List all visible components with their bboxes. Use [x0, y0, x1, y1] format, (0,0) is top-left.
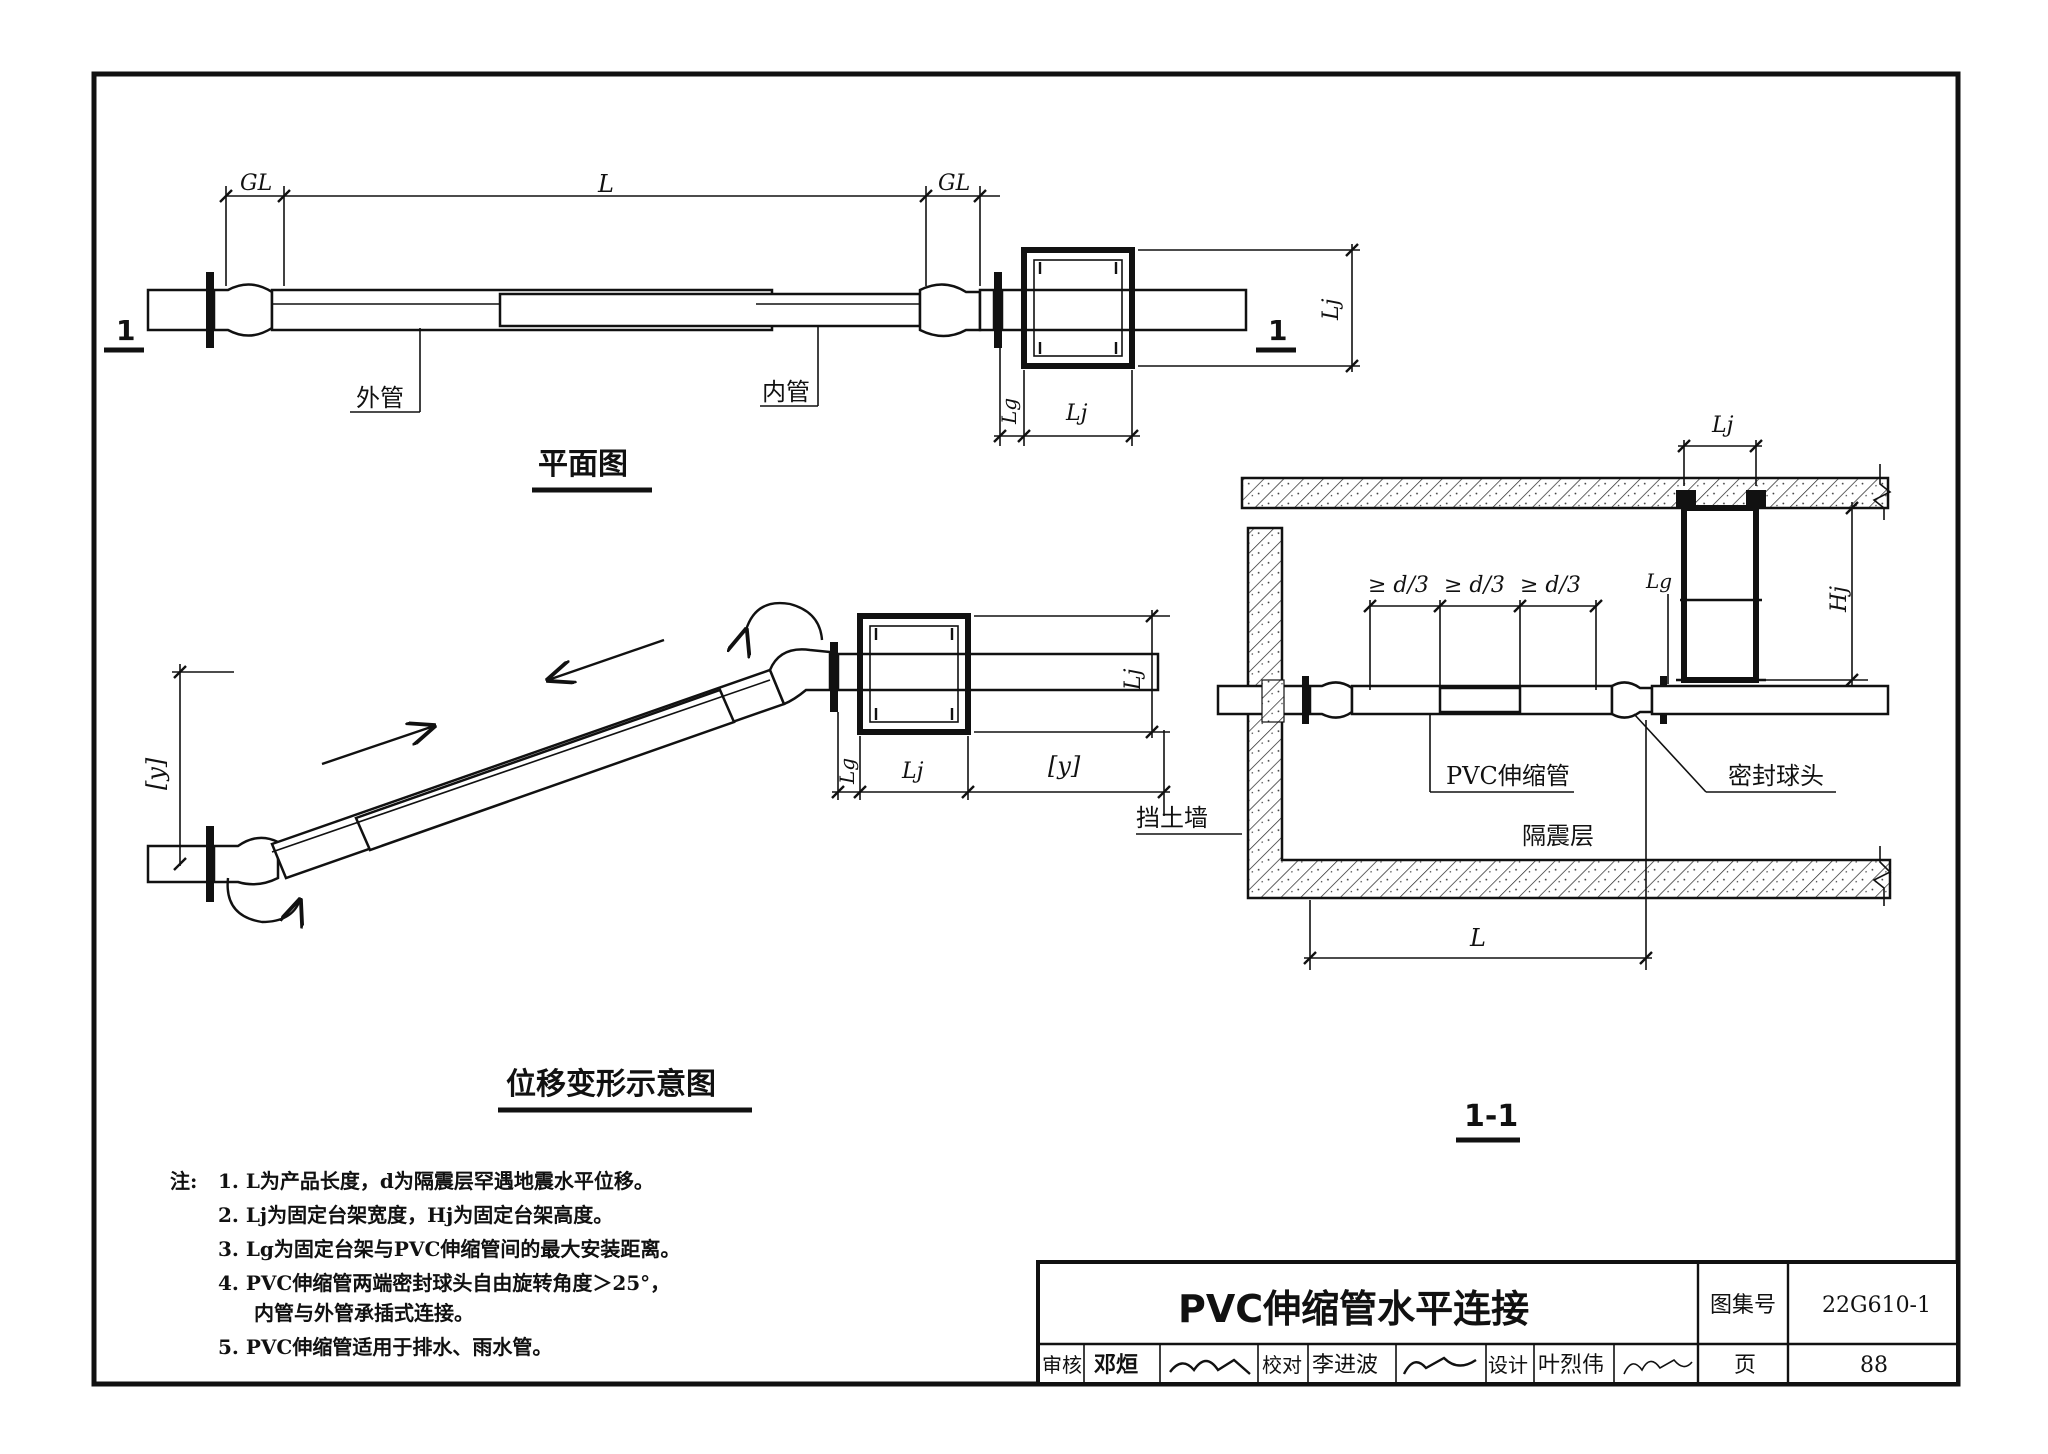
dim-d3-1: ≥ d/3: [1368, 573, 1429, 598]
fixed-stand-plan: [1021, 247, 1135, 369]
dim-gl-left: GL: [240, 171, 272, 196]
drawing-frame: [91, 71, 1961, 1387]
checker-signature: [1402, 1356, 1477, 1375]
designer-name: 叶烈伟: [1538, 1353, 1604, 1378]
dim-lg-section: Lg: [1645, 569, 1672, 593]
label-isolation-layer: 隔震层: [1522, 822, 1594, 850]
left-ball-joint: [212, 283, 274, 337]
note-item: 3. Lg为固定台架与PVC伸缩管间的最大安装距离。: [218, 1237, 680, 1261]
inner-pipe: [498, 292, 922, 328]
check-label: 校对: [1262, 1353, 1302, 1377]
dim-y-left: [y]: [142, 757, 170, 790]
dim-y-bottom: [y]: [1048, 752, 1081, 780]
deform-title: 位移变形示意图: [506, 1067, 716, 1102]
inclined-inner-pipe: [354, 688, 736, 852]
dim-d3-3: ≥ d/3: [1520, 573, 1581, 598]
checker-name: 李进波: [1312, 1353, 1378, 1378]
atlas-number: 22G610-1: [1822, 1293, 1931, 1318]
dim-lg-deform: Lg: [835, 758, 859, 785]
dim-lg-plan: Lg: [997, 398, 1021, 425]
fixed-stand-deform: [857, 613, 971, 735]
atlas-label: 图集号: [1710, 1293, 1776, 1318]
section-mark-left: 1: [116, 314, 135, 347]
designer-signature: [1623, 1358, 1693, 1375]
label-retaining-wall: 挡土墙: [1136, 804, 1208, 832]
label-inner-pipe: 内管: [762, 378, 810, 406]
page-number: 88: [1860, 1353, 1888, 1378]
dim-hj: Hj: [1827, 586, 1852, 613]
plan-view: GL L GL Lj Lg Lj 1 1 外管 内管 平面图: [104, 170, 1360, 493]
label-ball-head: 密封球头: [1728, 762, 1824, 790]
review-label: 审核: [1042, 1353, 1082, 1377]
drawing-title: PVC伸缩管水平连接: [1178, 1287, 1529, 1331]
label-outer-pipe: 外管: [356, 384, 404, 412]
right-ball-joint: [918, 283, 982, 338]
dim-lj-bottom-plan: Lj: [1065, 401, 1088, 426]
dim-gl-right: GL: [938, 171, 970, 196]
note-item: 1. L为产品长度，d为隔震层罕遇地震水平位移。: [218, 1169, 654, 1193]
reviewer-name: 邓烜: [1094, 1352, 1138, 1378]
design-label: 设计: [1488, 1353, 1528, 1377]
dim-l-section: L: [1469, 924, 1486, 952]
fixed-stand-section: [1681, 505, 1759, 683]
dim-lj-side-plan: Lj: [1319, 298, 1344, 321]
notes: 注: 1. L为产品长度，d为隔震层罕遇地震水平位移。 2. Lj为固定台架宽度…: [170, 1169, 680, 1359]
label-pvc-pipe: PVC伸缩管: [1446, 762, 1570, 790]
left-flange: [206, 272, 214, 348]
section-title: 1-1: [1464, 1099, 1518, 1134]
page-label: 页: [1734, 1353, 1756, 1378]
section-mark-right: 1: [1268, 314, 1287, 347]
title-block: PVC伸缩管水平连接 图集号 22G610-1 审核 邓烜 校对 李进波 设计 …: [1036, 1260, 1960, 1386]
note-item: 4. PVC伸缩管两端密封球头自由旋转角度＞25°，: [218, 1271, 670, 1295]
deformation-view: [y] Lj Lg Lj [y] 挡土墙 位移变形示意图: [142, 601, 1242, 1113]
dim-lj-top-section: Lj: [1711, 413, 1734, 438]
reviewer-signature: [1169, 1358, 1251, 1375]
dim-d3-2: ≥ d/3: [1444, 573, 1505, 598]
note-item: 2. Lj为固定台架宽度，Hj为固定台架高度。: [218, 1203, 613, 1227]
right-flange: [994, 272, 1002, 348]
dim-l-plan: L: [597, 170, 614, 198]
note-item: 5. PVC伸缩管适用于排水、雨水管。: [218, 1335, 552, 1359]
dim-lj-bottom-deform: Lj: [901, 759, 924, 784]
section-view: Lj Hj Lg ≥ d/3 ≥ d/3 ≥ d/3 PVC伸缩管 密封球头 隔…: [1216, 413, 1892, 1143]
top-slab: [1240, 476, 1890, 510]
plan-title: 平面图: [538, 447, 628, 482]
dim-lj-side-deform: Lj: [1121, 668, 1146, 691]
notes-prefix: 注:: [170, 1169, 197, 1193]
retaining-wall: [1246, 526, 1892, 900]
note-item: 内管与外管承插式连接。: [254, 1301, 474, 1325]
